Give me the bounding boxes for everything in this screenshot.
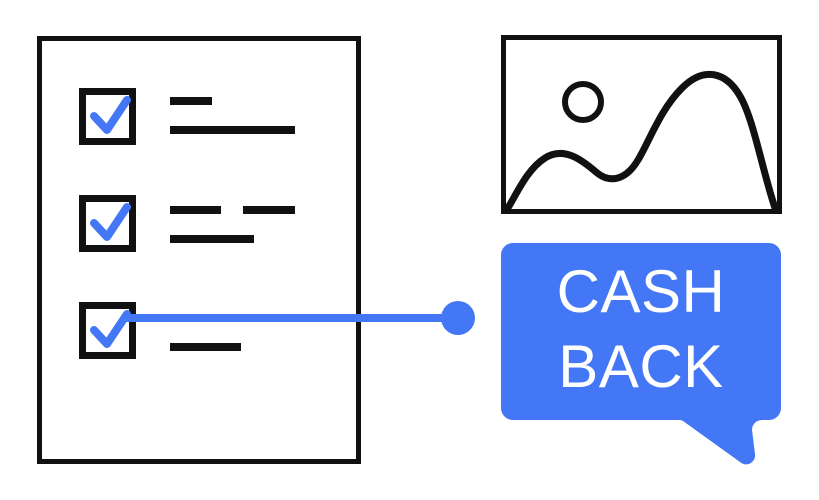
text-line-placeholder: [243, 206, 295, 214]
cash-back-bubble[interactable]: CASH BACK: [501, 243, 781, 465]
checklist-document[interactable]: [37, 36, 361, 464]
sun-circle-icon: [562, 81, 604, 123]
bubble-shape: [501, 243, 781, 465]
checklist-row-1[interactable]: [79, 88, 296, 145]
check-mark-icon: [90, 310, 131, 348]
bubble-line-2: BACK: [558, 333, 723, 400]
text-line-placeholder: [170, 206, 221, 214]
image-frame-border: [501, 35, 782, 214]
checkbox-2[interactable]: [79, 195, 136, 252]
image-placeholder[interactable]: [501, 35, 782, 214]
checklist-row-3-lines: [170, 343, 241, 351]
text-line-placeholder: [170, 97, 212, 105]
bubble-line-1: CASH: [557, 258, 726, 325]
text-line-placeholder: [170, 343, 241, 351]
checklist-row-1-lines: [170, 97, 295, 134]
checkbox-1[interactable]: [79, 88, 136, 145]
connector-endpoint-dot[interactable]: [441, 301, 475, 335]
checklist-row-2[interactable]: [79, 195, 296, 252]
checkbox-3[interactable]: [79, 302, 136, 359]
mountain-curve-icon: [506, 70, 777, 209]
text-line-placeholder: [170, 235, 254, 243]
check-mark-icon: [90, 203, 131, 241]
text-line-placeholder: [170, 126, 295, 134]
checklist-row-3[interactable]: [79, 302, 242, 359]
check-mark-icon: [90, 96, 131, 134]
checklist-row-2-lines: [170, 206, 295, 243]
connector-line[interactable]: [122, 301, 475, 335]
